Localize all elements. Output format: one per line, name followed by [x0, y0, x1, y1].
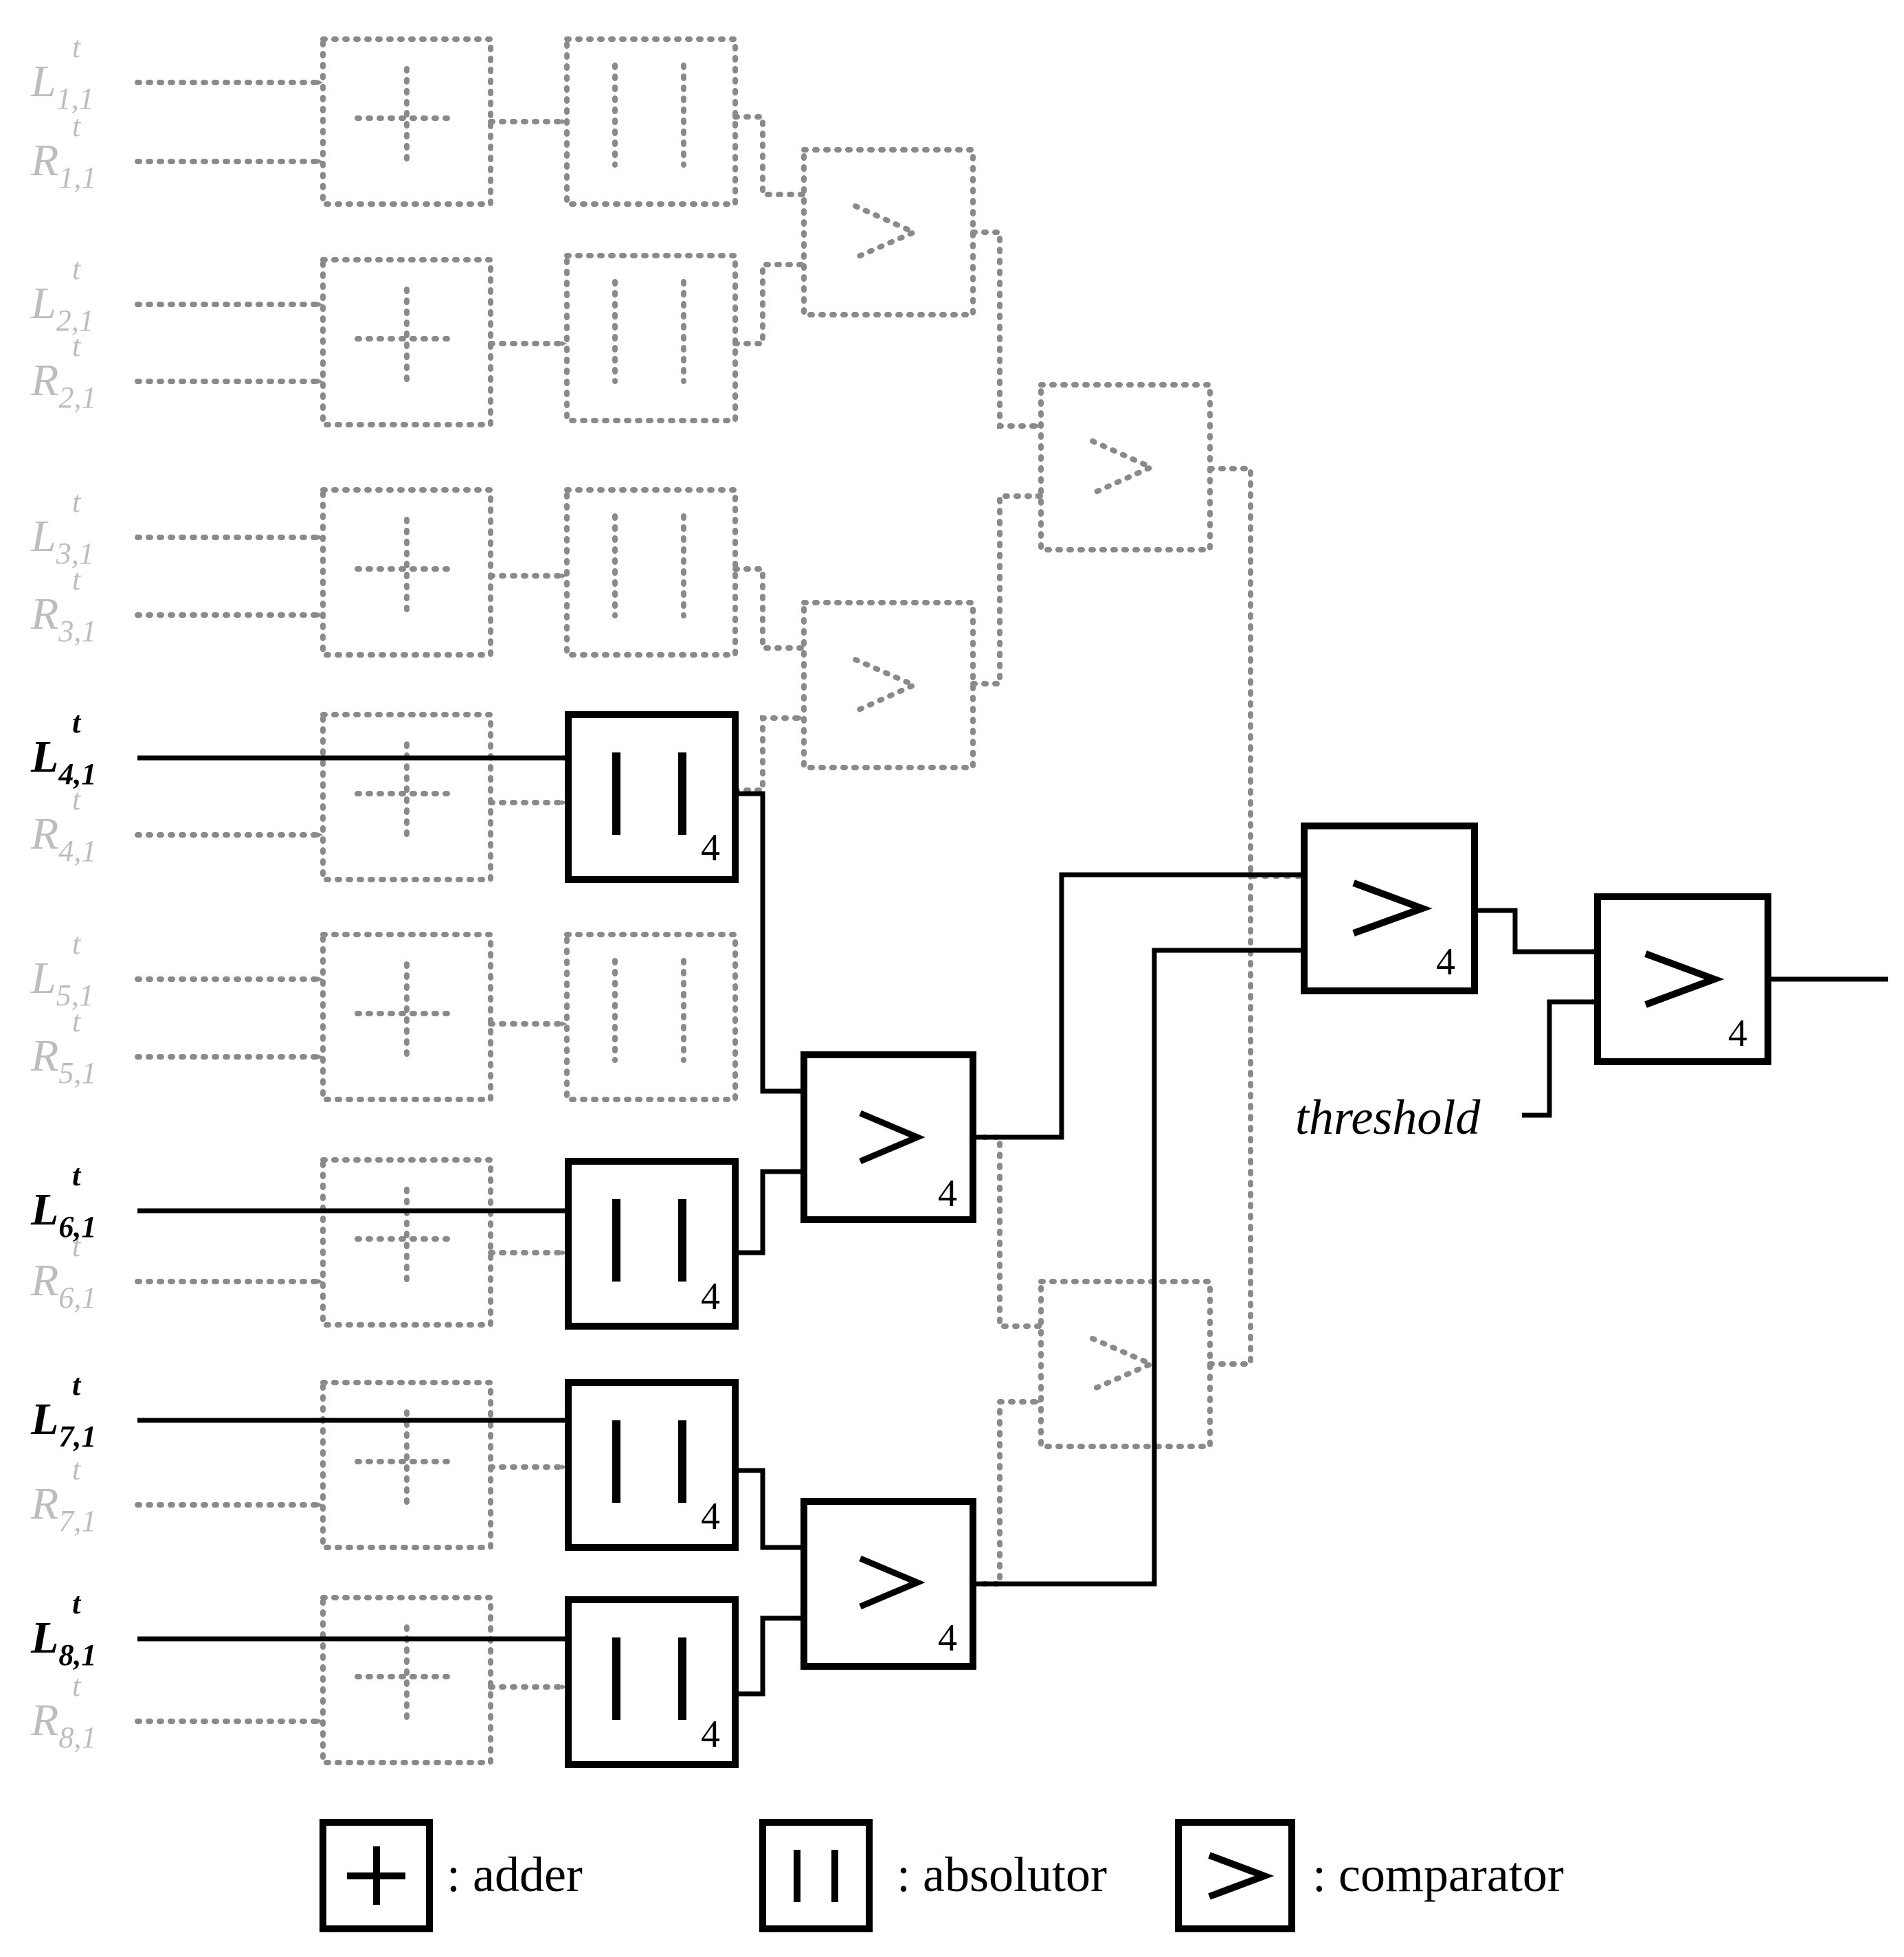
legend-adder: : adder [320, 1819, 583, 1932]
adder-block-4 [320, 712, 493, 882]
adder-block-5 [320, 932, 493, 1102]
adder-block-2 [320, 257, 493, 427]
comparator-block-c [1038, 382, 1213, 552]
bit-width-comparator-f: 4 [938, 1617, 957, 1659]
legend: : adder : absolutor : comparator [320, 1819, 1564, 1932]
input-label-l3: L3,1t [30, 485, 94, 570]
absolutor-block-2 [564, 253, 738, 423]
absolutor-block-6 [565, 1158, 739, 1330]
comparator-block-d [1038, 1279, 1213, 1449]
input-label-r6: R6,1t [30, 1229, 96, 1315]
absolutor-block-1 [564, 36, 738, 207]
input-label-l2: L2,1t [30, 252, 94, 337]
input-label-r1: R1,1t [30, 109, 96, 194]
bit-width-absolutor-7: 4 [701, 1495, 720, 1538]
absolutor-icon [759, 1819, 873, 1932]
input-label-r4: R4,1t [30, 783, 96, 868]
comparator-block-a [801, 147, 976, 317]
input-label-l1: L1,1t [30, 30, 94, 115]
legend-comparator: : comparator [1175, 1819, 1564, 1932]
absolutor-block-5 [564, 932, 738, 1102]
adder-block-3 [320, 487, 493, 658]
adder-icon [320, 1819, 433, 1932]
legend-absolutor-label: : absolutor [897, 1847, 1107, 1902]
input-label-l4: L4,1t [30, 706, 96, 791]
bit-width-comparator-final: 4 [1728, 1012, 1747, 1055]
bit-width-labels: 4 4 4 4 4 4 4 4 [701, 827, 1747, 1756]
absolutor-block-7 [565, 1379, 739, 1551]
bit-width-absolutor-6: 4 [701, 1275, 720, 1318]
adder-block-8 [320, 1595, 493, 1765]
input-label-l6: L6,1t [30, 1159, 96, 1244]
bit-width-comparator-g: 4 [1436, 941, 1455, 983]
threshold-label: threshold [1295, 1090, 1481, 1145]
legend-adder-label: : adder [447, 1847, 583, 1902]
input-label-r8: R8,1t [30, 1669, 96, 1754]
bit-width-comparator-e: 4 [938, 1172, 957, 1215]
adder-block-1 [320, 36, 493, 207]
input-label-r5: R5,1t [30, 1005, 96, 1090]
comparator-icon [1175, 1819, 1295, 1932]
legend-comparator-label: : comparator [1312, 1847, 1564, 1902]
input-label-l7: L7,1t [30, 1368, 96, 1453]
input-label-r7: R7,1t [30, 1453, 96, 1538]
comparator-block-b [801, 600, 976, 770]
absolutor-block-3 [564, 487, 738, 658]
input-labels: L1,1t R1,1t L2,1t R2,1t L3,1t R3,1t L4,1… [30, 30, 96, 1754]
legend-absolutor: : absolutor [759, 1819, 1107, 1932]
active-circuit [137, 711, 1888, 1768]
input-label-l5: L5,1t [30, 927, 94, 1012]
bit-width-absolutor-8: 4 [701, 1713, 720, 1756]
input-label-r2: R2,1t [30, 329, 96, 414]
input-label-l8: L8,1t [30, 1587, 96, 1672]
inactive-circuit [135, 36, 1305, 1765]
absolutor-block-4 [565, 711, 739, 883]
adder-block-7 [320, 1380, 493, 1550]
bit-width-absolutor-4: 4 [701, 827, 720, 869]
adder-block-6 [320, 1157, 493, 1328]
input-label-r3: R3,1t [30, 563, 96, 648]
absolutor-block-8 [565, 1596, 739, 1768]
